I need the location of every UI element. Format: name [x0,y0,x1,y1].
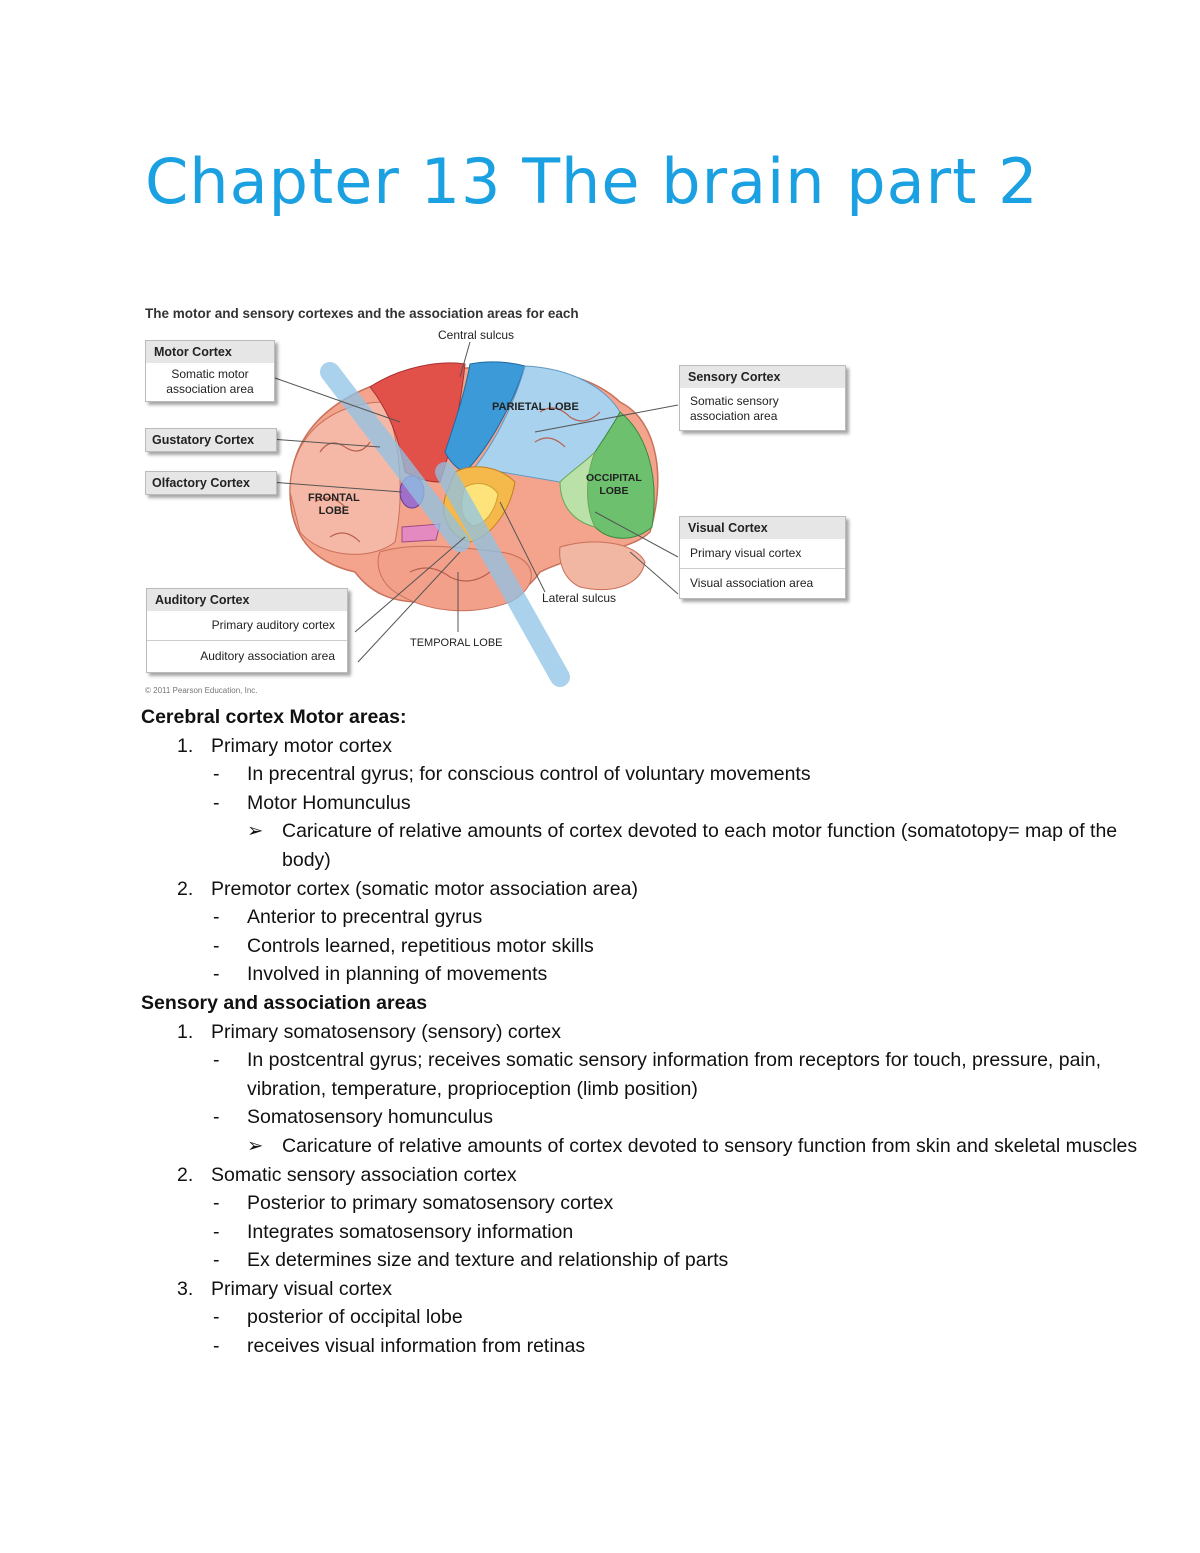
list-item: ➢ Caricature of relative amounts of corte… [141,1132,1141,1161]
occipital-lobe-label-line-2: LOBE [599,485,629,497]
auditory-cortex-box: Auditory Cortex Primary auditory cortex … [146,588,348,673]
list-number: 2. [177,1163,194,1186]
occipital-lobe-label: OCCIPITAL LOBE [586,472,642,498]
visual-cortex-box: Visual Cortex Primary visual cortex Visu… [679,516,846,599]
list-item-text: Anterior to precentral gyrus [247,906,483,929]
dash-bullet: - [213,1049,220,1072]
primary-auditory-cortex-label: Primary auditory cortex [211,618,335,632]
notes-body: Cerebral cortex Motor areas: 1. Primary m… [141,703,1141,1361]
list-item: - Controls learned, repetitious motor ski… [141,932,1141,961]
visual-cortex-header: Visual Cortex [680,517,845,539]
list-item-text: Controls learned, repetitious motor skil… [247,934,594,957]
arrow-bullet-icon: ➢ [247,1134,264,1157]
dash-bullet: - [213,1306,220,1329]
motor-cortex-header: Motor Cortex [146,341,274,363]
list-item: - Ex determines size and texture and rela… [141,1246,1141,1275]
list-item-text: In precentral gyrus; for conscious contr… [247,763,811,786]
list-item-text: Somatosensory homunculus [247,1106,494,1129]
list-item-text: receives visual information from retinas [247,1335,586,1358]
list-item: 2. Premotor cortex (somatic motor associa… [141,875,1141,904]
list-item: 3. Primary visual cortex [141,1275,1141,1304]
dash-bullet: - [213,1106,220,1129]
list-item: - posterior of occipital lobe [141,1303,1141,1332]
gustatory-cortex-box: Gustatory Cortex [145,428,277,452]
page-title: Chapter 13 The brain part 2 [145,145,1039,218]
brain-figure: The motor and sensory cortexes and the a… [140,302,860,702]
frontal-lobe-label-line-2: LOBE [318,505,350,517]
list-number: 2. [177,877,194,900]
list-item: - In precentral gyrus; for conscious cont… [141,760,1141,789]
list-item-text: Motor Homunculus [247,791,411,814]
arrow-bullet-icon: ➢ [247,820,264,843]
dash-bullet: - [213,934,220,957]
auditory-cortex-header: Auditory Cortex [147,589,347,611]
list-item: - Anterior to precentral gyrus [141,903,1141,932]
dash-bullet: - [213,1220,220,1243]
somatic-sensory-association-label: Somatic sensory association area [690,394,779,423]
list-item-text: Involved in planning of movements [247,963,548,986]
lateral-sulcus-label: Lateral sulcus [542,591,617,605]
list-item: - Posterior to primary somatosensory cort… [141,1189,1141,1218]
dash-bullet: - [213,1249,220,1272]
dash-bullet: - [213,1335,220,1358]
section-heading-sensory: Sensory and association areas [141,991,428,1014]
list-item: - Somatosensory homunculus [141,1103,1141,1132]
list-item: - In postcentral gyrus; receives somatic … [141,1046,1141,1103]
frontal-lobe-label: FRONTAL LOBE [308,492,360,518]
list-item: - Integrates somatosensory information [141,1218,1141,1247]
temporal-lobe-label: TEMPORAL LOBE [410,637,503,649]
central-sulcus-label: Central sulcus [438,328,515,342]
list-number: 1. [177,1020,194,1043]
list-item-text: Somatic sensory association cortex [211,1163,517,1186]
list-item: - Involved in planning of movements [141,960,1141,989]
list-item-text: Ex determines size and texture and relat… [247,1249,729,1272]
sensory-cortex-header: Sensory Cortex [680,366,845,388]
list-item: 1. Primary motor cortex [141,732,1141,761]
somatic-motor-association-label: Somatic motor association area [166,367,254,396]
list-item-text: Caricature of relative amounts of cortex… [282,820,1118,871]
list-item-text: Primary visual cortex [211,1277,392,1300]
list-item-text: Posterior to primary somatosensory corte… [247,1192,614,1215]
sensory-cortex-box: Sensory Cortex Somatic sensory associati… [679,365,846,431]
list-item: 2. Somatic sensory association cortex [141,1161,1141,1190]
frontal-lobe-label-line-1: FRONTAL [308,492,360,504]
dash-bullet: - [213,963,220,986]
auditory-association-area-label: Auditory association area [147,640,347,672]
list-item-text: posterior of occipital lobe [247,1306,463,1329]
dash-bullet: - [213,1192,220,1215]
list-item-text: Primary somatosensory (sensory) cortex [211,1020,562,1043]
list-item-text: Caricature of relative amounts of cortex… [282,1134,1138,1157]
brain-illustration [269,341,679,687]
dash-bullet: - [213,791,220,814]
parietal-lobe-label: PARIETAL LOBE [492,401,579,413]
visual-association-area-label: Visual association area [680,568,845,598]
section-heading-motor: Cerebral cortex Motor areas: [141,706,407,728]
list-item-text: Primary motor cortex [211,734,392,757]
list-number: 3. [177,1277,194,1300]
olfactory-cortex-box: Olfactory Cortex [145,471,277,495]
list-item: ➢ Caricature of relative amounts of corte… [141,817,1141,874]
figure-credit: © 2011 Pearson Education, Inc. [145,686,258,695]
primary-visual-cortex-label: Primary visual cortex [690,546,802,560]
list-number: 1. [177,734,194,757]
list-item-text: Premotor cortex (somatic motor associati… [211,877,638,900]
dash-bullet: - [213,906,220,929]
dash-bullet: - [213,763,220,786]
list-item: - receives visual information from retina… [141,1332,1141,1361]
motor-cortex-box: Motor Cortex Somatic motor association a… [145,340,275,402]
list-item: 1. Primary somatosensory (sensory) cortex [141,1018,1141,1047]
figure-caption: The motor and sensory cortexes and the a… [145,306,579,321]
list-item: - Motor Homunculus [141,789,1141,818]
list-item-text: In postcentral gyrus; receives somatic s… [247,1049,1102,1100]
list-item-text: Integrates somatosensory information [247,1220,574,1243]
occipital-lobe-label-line-1: OCCIPITAL [586,472,642,484]
